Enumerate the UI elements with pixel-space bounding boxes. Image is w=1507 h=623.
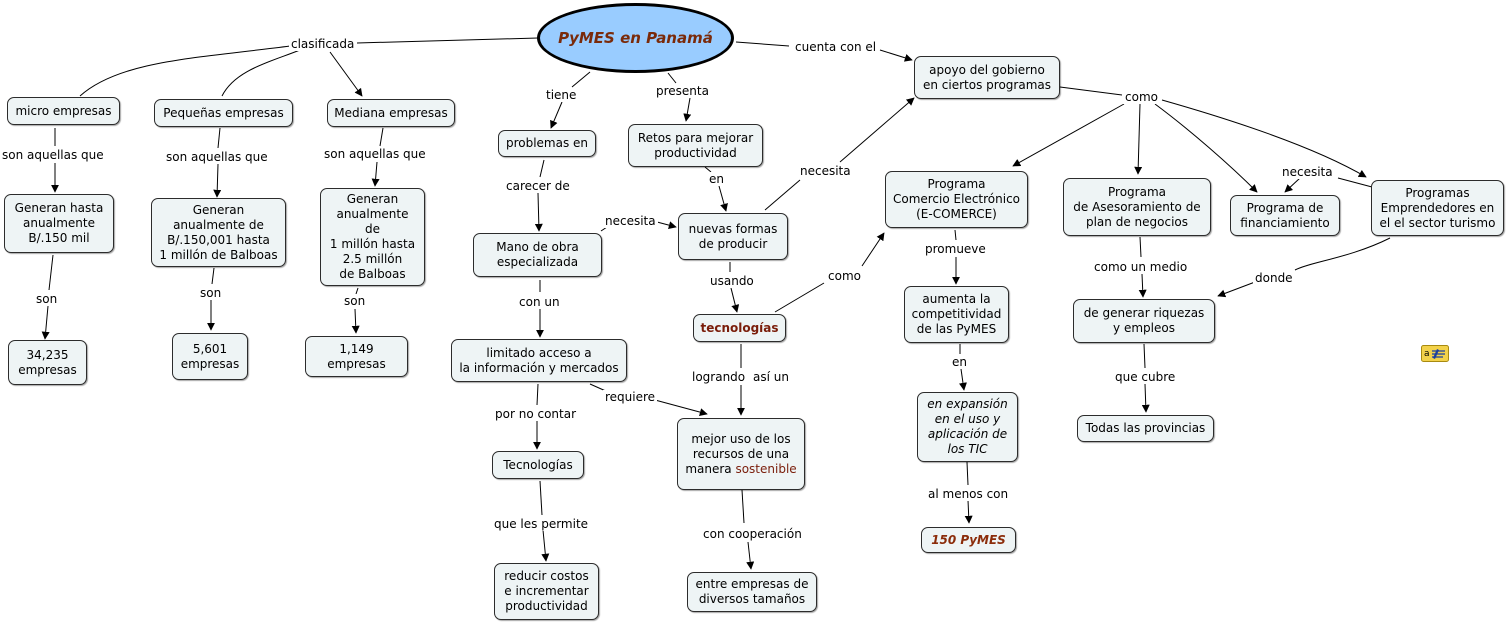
link-clasificada-micro [79,45,291,97]
node-limitado-acceso[interactable]: limitado acceso a la información y merca… [451,339,627,382]
label-donde: donde [1253,271,1295,285]
node-pequenas-empresas[interactable]: Pequeñas empresas [154,99,293,127]
mejor-uso-text: mejor uso de los recursos de una manera [685,431,791,476]
node-micro-count[interactable]: 34,235 empresas [8,340,87,385]
node-provincias[interactable]: Todas las provincias [1077,415,1214,442]
label-por-no-contar: por no contar [493,407,579,421]
node-micro-empresas[interactable]: micro empresas [7,97,120,125]
node-tecnologias-small[interactable]: Tecnologías [492,451,584,479]
label-son-aquellas-2: son aquellas que [164,150,270,164]
node-mediana-empresas[interactable]: Mediana empresas [327,99,455,127]
label-necesita-2: necesita [798,164,853,178]
node-aumenta[interactable]: aumenta la competitividad de las PyMES [904,286,1009,343]
label-cuenta-con-el: cuenta con el [793,40,879,54]
node-mejor-uso[interactable]: mejor uso de los recursos de una manera … [677,418,805,490]
node-mano-obra[interactable]: Mano de obra especializada [473,233,602,277]
node-mediana-count[interactable]: 1,149 empresas [305,336,408,377]
node-150-pymes[interactable]: 150 PyMES [921,527,1016,553]
node-comercio-electronico[interactable]: Programa Comercio Electrónico (E-COMERCE… [885,171,1028,228]
label-clasificada: clasificada [289,37,357,51]
node-entre-empresas[interactable]: entre empresas de diversos tamaños [687,572,817,612]
label-necesita-1: necesita [603,214,658,228]
label-como-1: como [826,269,863,283]
node-apoyo-gobierno[interactable]: apoyo del gobierno en ciertos programas [914,56,1060,99]
node-mediana-generan[interactable]: Generan anualmente de 1 millón hasta 2.5… [320,188,425,286]
mejor-uso-highlight: sostenible [735,461,797,476]
node-retos[interactable]: Retos para mejorar productividad [628,124,763,167]
label-son-aquellas-3: son aquellas que [322,147,428,161]
node-nuevas-formas[interactable]: nuevas formas de producir [678,213,788,260]
label-necesita-3: necesita [1280,165,1335,179]
label-que-les-permite: que les permite [492,517,591,531]
label-con-un: con un [517,295,562,309]
label-usando: usando [708,274,756,288]
label-logrando: logrando [690,370,748,384]
label-en: en [707,172,726,186]
node-emprendedores[interactable]: Programas Emprendedores en el el sector … [1371,180,1504,236]
node-expansion[interactable]: en expansión en el uso y aplicación de l… [917,392,1018,462]
label-en-2: en [950,355,969,369]
node-pequenas-generan[interactable]: Generan anualmente de B/.150,001 hasta 1… [151,198,286,267]
label-asi-un: así un [751,370,791,384]
label-que-cubre: que cubre [1113,370,1178,384]
link-clasificada-pequenas [221,49,301,97]
label-son-2: son [198,286,224,300]
label-con-cooperacion: con cooperación [701,527,804,541]
node-pequenas-count[interactable]: 5,601 empresas [172,333,248,380]
node-financiamiento[interactable]: Programa de financiamiento [1230,195,1340,236]
node-reducir-costos[interactable]: reducir costos e incrementar productivid… [494,563,599,620]
label-al-menos-con: al menos con [926,487,1011,501]
node-riquezas[interactable]: de generar riquezas y empleos [1073,299,1215,343]
node-problemas[interactable]: problemas en [498,130,596,157]
label-carecer-de: carecer de [504,179,572,193]
note-attachment-icon[interactable]: a [1421,345,1449,362]
svg-text:a: a [1424,349,1430,359]
label-son-1: son [34,292,60,306]
node-asesoramiento[interactable]: Programa de Asesoramiento de plan de neg… [1063,178,1211,236]
node-micro-generan[interactable]: Generan hasta anualmente B/.150 mil [4,194,114,253]
label-son-3: son [342,294,368,308]
label-son-aquellas-1: son aquellas que [0,148,106,162]
link-root-clasificada [356,37,539,44]
label-presenta: presenta [654,84,711,98]
link-clasificada-mediana [329,51,363,97]
root-title[interactable]: PyMES en Panamá [537,3,734,73]
label-tiene: tiene [544,88,579,102]
label-como-2: como [1123,90,1160,104]
label-requiere: requiere [603,390,658,404]
node-tecnologias-main[interactable]: tecnologías [693,314,786,342]
label-como-un-medio: como un medio [1092,260,1190,274]
label-promueve: promueve [923,242,988,256]
